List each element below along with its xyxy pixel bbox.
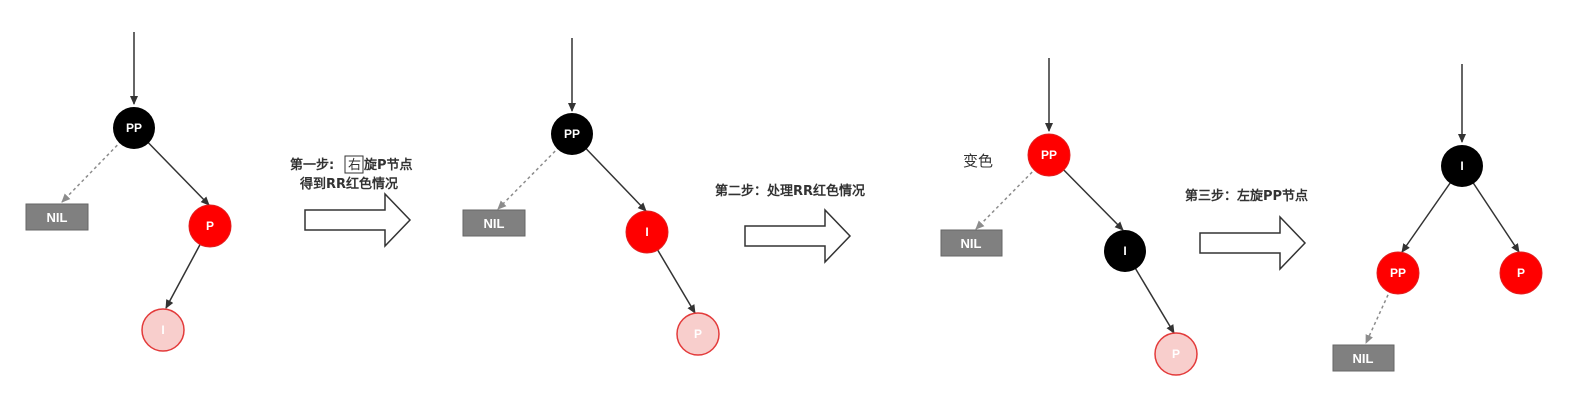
- node-p-label: P: [1517, 266, 1525, 280]
- node-pp-label: PP: [564, 127, 580, 141]
- diagram-2: PP I P NIL: [462, 38, 720, 356]
- step-3-text: 第三步：左旋PP节点: [1185, 188, 1308, 204]
- step-1-arrow: [304, 192, 412, 248]
- node-p: P: [1154, 332, 1198, 376]
- nil-box: NIL: [940, 229, 1003, 257]
- step-1-box: [344, 155, 364, 174]
- diagram-1: PP P I NIL: [25, 32, 232, 352]
- node-p-label: P: [1172, 347, 1180, 361]
- node-p: P: [676, 312, 720, 356]
- node-pp-label: PP: [1041, 148, 1057, 162]
- node-p: P: [1499, 251, 1543, 295]
- step-1-boxed: 右: [348, 158, 361, 173]
- node-p-label: P: [206, 219, 214, 233]
- node-i: I: [1441, 145, 1483, 187]
- nil-label: NIL: [1353, 351, 1374, 366]
- node-pp: PP: [113, 107, 155, 149]
- step-1-suffix: 旋P节点: [363, 157, 413, 173]
- step-2: 第二步：处理RR红色情况: [715, 183, 865, 264]
- nil-label: NIL: [484, 216, 505, 231]
- step-3: 第三步：左旋PP节点: [1185, 188, 1308, 271]
- node-i-label: I: [1460, 159, 1463, 173]
- step-1-line2: 得到RR红色情况: [299, 176, 398, 192]
- nil-label: NIL: [961, 236, 982, 251]
- step-1-prefix: 第一步:: [290, 157, 334, 173]
- node-pp: PP: [1027, 133, 1071, 177]
- node-pp-label: PP: [1390, 266, 1406, 280]
- recolor-caption: 变色: [963, 152, 993, 170]
- edge-pp-nil: [975, 154, 1050, 230]
- nil-box: NIL: [462, 209, 526, 237]
- edge-pp-nil: [61, 127, 135, 203]
- node-i: I: [141, 308, 185, 352]
- node-i: I: [1104, 230, 1146, 272]
- step-3-arrow: [1199, 215, 1307, 271]
- step-2-text: 第二步：处理RR红色情况: [715, 183, 865, 199]
- node-i-label: I: [645, 225, 648, 239]
- nil-box: NIL: [1332, 344, 1395, 372]
- nil-box: NIL: [25, 203, 89, 231]
- diagram-4: I PP P NIL: [1332, 64, 1543, 372]
- node-i-label: I: [1123, 244, 1126, 258]
- nil-label: NIL: [47, 210, 68, 225]
- node-pp-label: PP: [126, 121, 142, 135]
- node-p: P: [188, 204, 232, 248]
- step-2-arrow: [744, 208, 852, 264]
- node-i: I: [625, 210, 669, 254]
- node-i-label: I: [161, 323, 164, 337]
- diagram-3: 变色 PP I P NIL: [940, 58, 1198, 376]
- node-pp: PP: [1376, 251, 1420, 295]
- step-1: 第一步: 右 旋P节点 得到RR红色情况: [290, 155, 413, 248]
- node-p-label: P: [694, 327, 702, 341]
- node-pp: PP: [551, 113, 593, 155]
